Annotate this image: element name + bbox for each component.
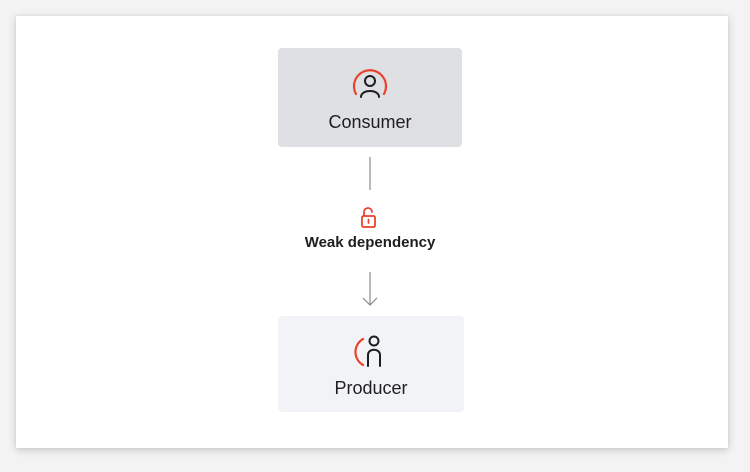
- producer-user-icon: [354, 335, 381, 367]
- consumer-node: Consumer: [278, 48, 462, 147]
- connector-arrowhead: [362, 297, 378, 306]
- producer-node: Producer: [278, 316, 464, 412]
- edge-label: Weak dependency: [304, 234, 436, 251]
- producer-label: Producer: [334, 378, 408, 398]
- unlocked-padlock-icon: [361, 207, 376, 228]
- diagram-canvas: Consumer Weak dependency Producer: [16, 16, 728, 448]
- consumer-user-icon: [352, 69, 388, 98]
- consumer-label: Consumer: [328, 112, 412, 132]
